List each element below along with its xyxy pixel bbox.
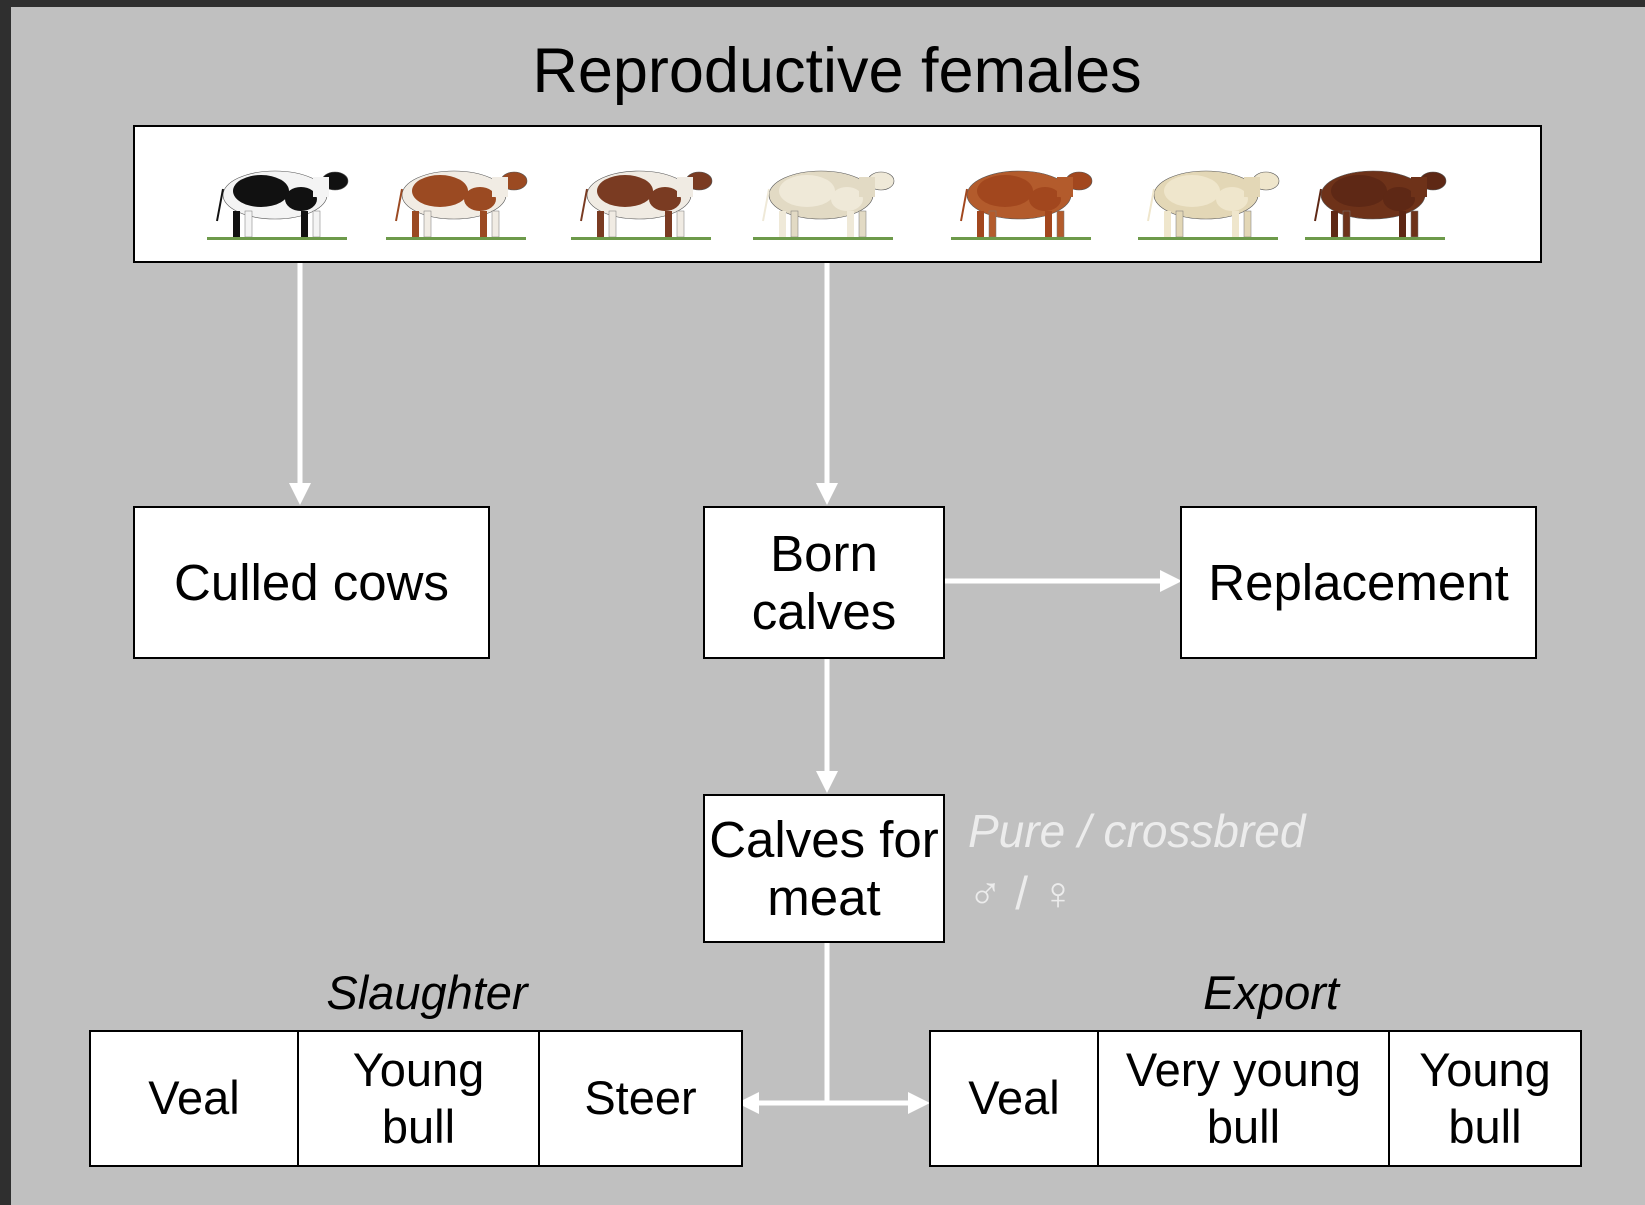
pure-crossbred-label: Pure / crossbred	[968, 800, 1305, 862]
arrow-head-culled	[289, 483, 311, 505]
calves-for-meat-box: Calves for meat	[703, 794, 945, 943]
export-very-young-bull-cell: Very young bull	[1097, 1032, 1388, 1165]
export-veal-cell: Veal	[931, 1032, 1097, 1165]
slaughter-label: Slaughter	[311, 965, 543, 1020]
slaughter-young-bull-cell: Young bull	[297, 1032, 538, 1165]
arrow-head-born	[816, 483, 838, 505]
arrow-head-meat	[816, 771, 838, 793]
culled-cows-box: Culled cows	[133, 506, 490, 659]
export-label: Export	[1151, 965, 1391, 1020]
arrow-head-replacement	[1160, 570, 1182, 592]
export-young-bull-cell: Young bull	[1388, 1032, 1580, 1165]
replacement-box: Replacement	[1180, 506, 1537, 659]
slaughter-steer-cell: Steer	[538, 1032, 741, 1165]
breeding-annotation: Pure / crossbred ♂ / ♀	[968, 800, 1305, 924]
diagram-slide: Reproductive females Culled cows	[11, 7, 1645, 1205]
slaughter-veal-cell: Veal	[91, 1032, 297, 1165]
export-row: Veal Very young bull Young bull	[929, 1030, 1582, 1167]
born-calves-box: Born calves	[703, 506, 945, 659]
slaughter-row: Veal Young bull Steer	[89, 1030, 743, 1167]
arrow-head-export	[908, 1092, 930, 1114]
sex-symbols-label: ♂ / ♀	[968, 862, 1305, 924]
